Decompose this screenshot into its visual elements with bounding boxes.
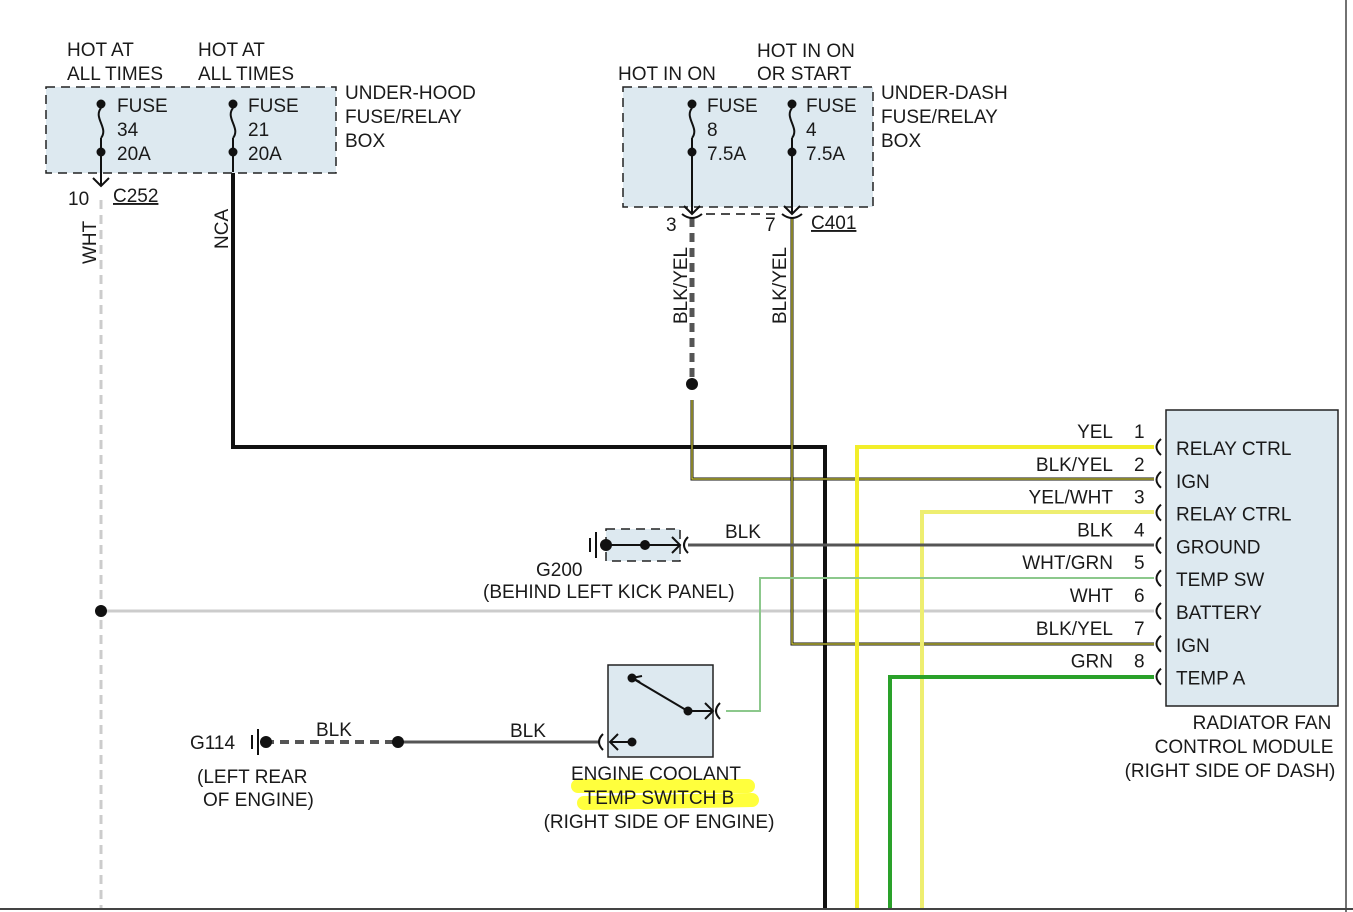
- wire-label-blk-g114-1: BLK: [316, 720, 352, 741]
- fuse-4-symbol: [781, 99, 803, 219]
- hot-in-on: HOT IN ON: [618, 64, 716, 85]
- pin-function-6: BATTERY: [1176, 603, 1262, 624]
- under-hood-fuse-box: [45, 86, 337, 174]
- pin-terminal-4: [1155, 536, 1162, 555]
- fuse-8-symbol: [681, 99, 703, 219]
- radiator-fan-control-module: [1165, 409, 1339, 707]
- pin-terminal-5: [1155, 569, 1162, 587]
- wire-label-pin-5: WHT/GRN: [1022, 553, 1113, 574]
- wire-label-blk-g200: BLK: [725, 522, 761, 543]
- pin-terminal-6: [1155, 602, 1162, 620]
- pin-terminal-1: [1155, 438, 1162, 456]
- pin-number-8: 8: [1134, 652, 1145, 673]
- wire-label-pin-3: YEL/WHT: [1029, 488, 1114, 509]
- pin-function-1: RELAY CTRL: [1176, 439, 1291, 460]
- highlight-marker: [571, 779, 759, 810]
- wire-label-blk-yel-2: BLK/YEL: [770, 247, 791, 324]
- wire-blk-yel-to-pin2-tracer: [691, 400, 1154, 480]
- splice-wht: [95, 605, 107, 617]
- wire-label-pin-4: BLK: [1077, 520, 1113, 541]
- splice-g114: [392, 736, 404, 748]
- pin-number-6: 6: [1134, 586, 1145, 607]
- pin-number-2: 2: [1134, 455, 1145, 476]
- wire-label-wht: WHT: [80, 220, 101, 264]
- pin-terminal-3: [1155, 503, 1162, 522]
- wire-label-pin-6: WHT: [1070, 586, 1114, 607]
- pin-terminal-7: [1155, 635, 1162, 653]
- g114-ground-symbol: [251, 729, 272, 755]
- wire-label-nca: NCA: [212, 209, 233, 249]
- g114-id: G114: [190, 733, 236, 754]
- pin-terminal-2: [1155, 471, 1162, 489]
- wire-label-blk-yel-1: BLK/YEL: [671, 247, 692, 324]
- pin-function-8: TEMP A: [1176, 669, 1246, 690]
- wire-label-pin-1: YEL: [1077, 422, 1113, 443]
- pin-number-4: 4: [1134, 520, 1145, 541]
- wire-wht-grn-pin5: [726, 577, 1154, 712]
- pin-function-4: GROUND: [1176, 537, 1260, 558]
- wire-label-pin-2: BLK/YEL: [1036, 455, 1113, 476]
- pin-function-3: RELAY CTRL: [1176, 505, 1291, 526]
- wire-label-blk-g114-2: BLK: [510, 721, 546, 742]
- pin-function-2: IGN: [1176, 472, 1210, 493]
- pin-3: 3: [666, 215, 677, 236]
- wire-nca: [231, 172, 827, 908]
- pin-10: 10: [68, 189, 89, 210]
- pin-number-7: 7: [1134, 619, 1145, 640]
- pin-7: 7: [765, 215, 776, 236]
- switch-contacts: [598, 673, 721, 751]
- pin-function-5: TEMP SW: [1176, 570, 1264, 591]
- connector-c401: C401: [811, 213, 856, 234]
- pin-number-5: 5: [1134, 553, 1145, 574]
- wire-yel-pin1: [855, 445, 1154, 908]
- wire-yel-wht-pin3: [920, 510, 1154, 908]
- wire-label-pin-8: GRN: [1071, 652, 1113, 673]
- pin-terminal-8: [1155, 667, 1162, 686]
- pin-number-1: 1: [1134, 422, 1145, 443]
- splice-blk-yel: [686, 378, 698, 390]
- g200-ground-symbol: [589, 528, 689, 562]
- pin-number-3: 3: [1134, 488, 1145, 509]
- pin-function-7: IGN: [1176, 636, 1210, 657]
- g200-location: (BEHIND LEFT KICK PANEL): [483, 582, 735, 603]
- wire-grn-pin8: [888, 675, 1154, 908]
- fuse-21-symbol: [228, 99, 238, 172]
- wire-label-pin-7: BLK/YEL: [1036, 619, 1113, 640]
- wire-blk-yel-to-pin7-tracer: [791, 218, 1154, 645]
- fuse-34-symbol: [92, 99, 110, 188]
- g200-id: G200: [536, 560, 582, 581]
- connector-c252: C252: [113, 186, 158, 207]
- under-dash-fuse-box: [622, 86, 874, 208]
